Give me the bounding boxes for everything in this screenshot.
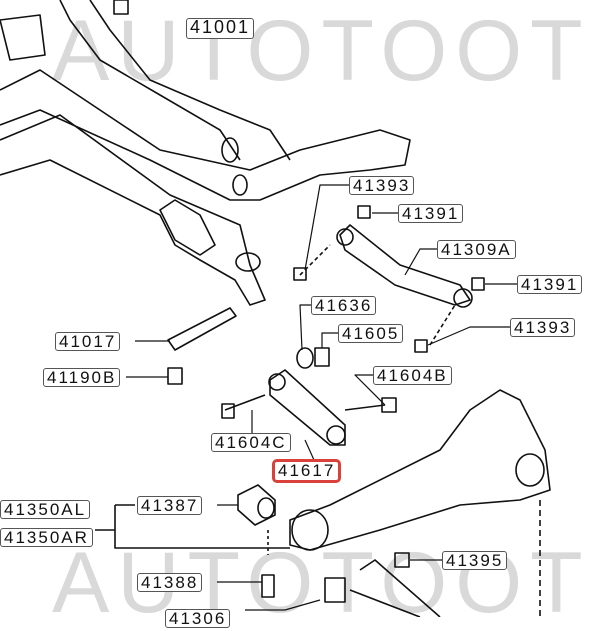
label-41636[interactable]: 41636 bbox=[311, 296, 377, 315]
label-41604C[interactable]: 41604C bbox=[211, 433, 291, 452]
toe-link-41617 bbox=[221, 369, 397, 446]
label-41393-right[interactable]: 41393 bbox=[510, 318, 576, 337]
label-41001[interactable]: 41001 bbox=[186, 18, 255, 39]
label-41391-right[interactable]: 41391 bbox=[517, 275, 583, 294]
label-41190B[interactable]: 41190B bbox=[43, 368, 121, 387]
label-41395[interactable]: 41395 bbox=[442, 551, 508, 570]
label-41350AL[interactable]: 41350AL bbox=[0, 500, 91, 519]
label-41391-upper[interactable]: 41391 bbox=[398, 204, 464, 223]
label-41617-highlighted[interactable]: 41617 bbox=[272, 459, 342, 483]
trailing-arm bbox=[289, 389, 551, 617]
leader-lines bbox=[126, 184, 517, 611]
label-41309A[interactable]: 41309A bbox=[437, 240, 516, 259]
label-41306[interactable]: 41306 bbox=[165, 609, 231, 628]
label-41387[interactable]: 41387 bbox=[137, 496, 203, 515]
link-41017 bbox=[167, 307, 237, 351]
label-41393-upper[interactable]: 41393 bbox=[349, 176, 415, 195]
collar-41605 bbox=[314, 347, 330, 367]
bushing-41387 bbox=[237, 484, 276, 598]
bracket-41350 bbox=[95, 504, 290, 549]
watermark-top: AUTOTOOT bbox=[52, 3, 591, 99]
parts-diagram bbox=[0, 0, 551, 617]
washer-41636 bbox=[296, 347, 314, 369]
bushing-lower bbox=[324, 577, 346, 603]
label-41017[interactable]: 41017 bbox=[55, 332, 121, 351]
label-41388[interactable]: 41388 bbox=[137, 573, 203, 592]
crossmember-41001 bbox=[0, 0, 411, 306]
bolt-41190B bbox=[167, 367, 183, 385]
label-41350AR[interactable]: 41350AR bbox=[0, 528, 93, 547]
label-41604B[interactable]: 41604B bbox=[373, 366, 452, 385]
nut-41395 bbox=[394, 552, 410, 568]
label-41605[interactable]: 41605 bbox=[338, 324, 404, 343]
lower-arm bbox=[349, 559, 441, 617]
